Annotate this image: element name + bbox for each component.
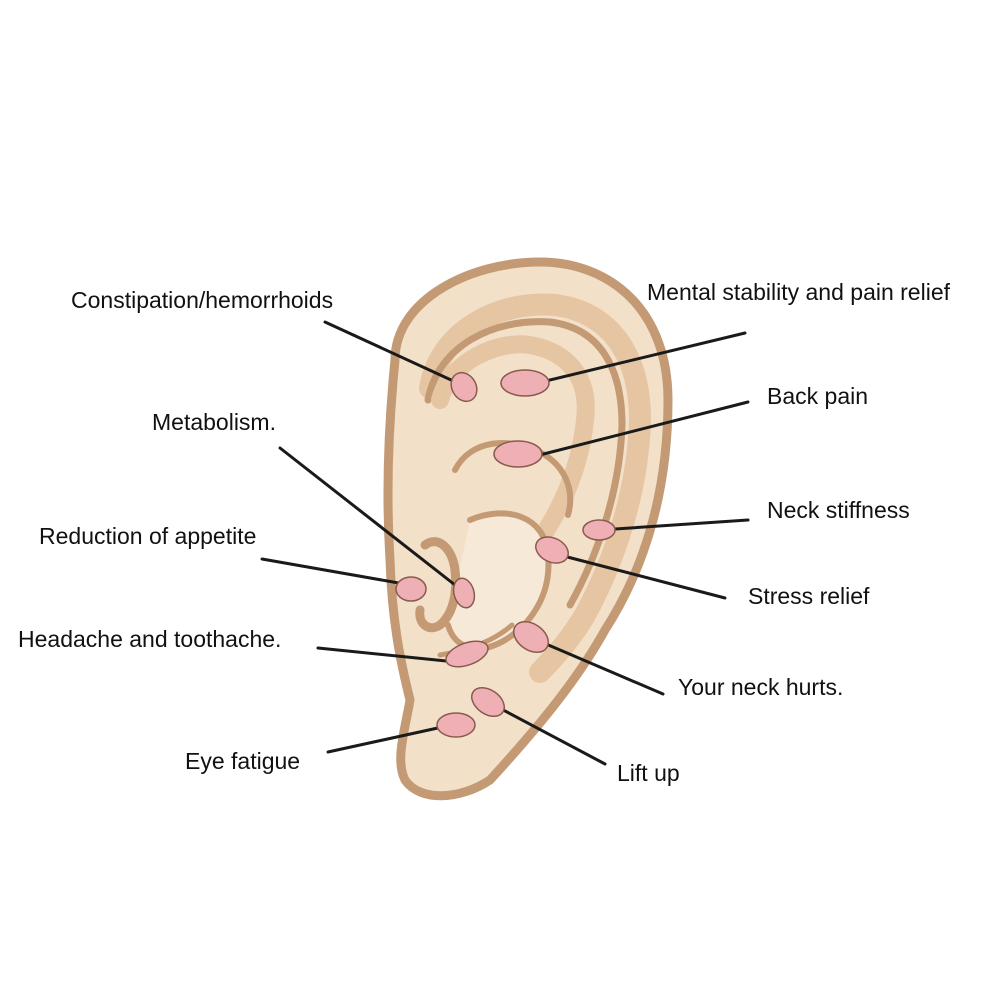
point-metabolism	[452, 577, 476, 609]
leader-mental	[523, 331, 747, 388]
leader-lift	[488, 701, 607, 766]
acupressure-points	[395, 369, 616, 738]
leader-constipation	[323, 320, 464, 387]
point-lift	[470, 686, 506, 718]
label-back-pain: Back pain	[767, 383, 869, 409]
label-constipation: Constipation/hemorrhoids	[71, 287, 334, 313]
label-headache: Headache and toothache.	[18, 626, 282, 652]
label-neck-hurts: Your neck hurts.	[678, 674, 844, 700]
point-stress	[535, 536, 569, 564]
point-appetite	[395, 576, 427, 602]
label-metabolism: Metabolism.	[152, 409, 276, 435]
leader-lines	[260, 320, 750, 766]
leader-eye	[326, 722, 458, 754]
point-neck-stiffness	[582, 519, 616, 541]
label-mental: Mental stability and pain relief	[647, 279, 950, 305]
leader-stress	[550, 551, 727, 600]
point-eye	[436, 712, 476, 738]
leader-appetite	[260, 557, 412, 587]
leader-metabolism	[278, 446, 466, 594]
label-stress: Stress relief	[748, 583, 870, 609]
point-constipation	[450, 371, 478, 403]
point-mental	[500, 369, 550, 397]
leader-back	[518, 400, 750, 462]
point-headache	[445, 640, 489, 668]
label-appetite: Reduction of appetite	[39, 523, 257, 549]
label-eye-fatigue: Eye fatigue	[185, 748, 301, 774]
helix-rim	[419, 293, 652, 683]
point-back	[493, 440, 543, 468]
leader-headache	[316, 646, 468, 665]
leader-neck-stiffness	[598, 518, 750, 532]
label-lift-up: Lift up	[617, 760, 680, 786]
label-neck-stiffness: Neck stiffness	[767, 497, 910, 523]
leader-neck-hurts	[530, 636, 665, 696]
point-neck-hurts	[512, 621, 550, 653]
